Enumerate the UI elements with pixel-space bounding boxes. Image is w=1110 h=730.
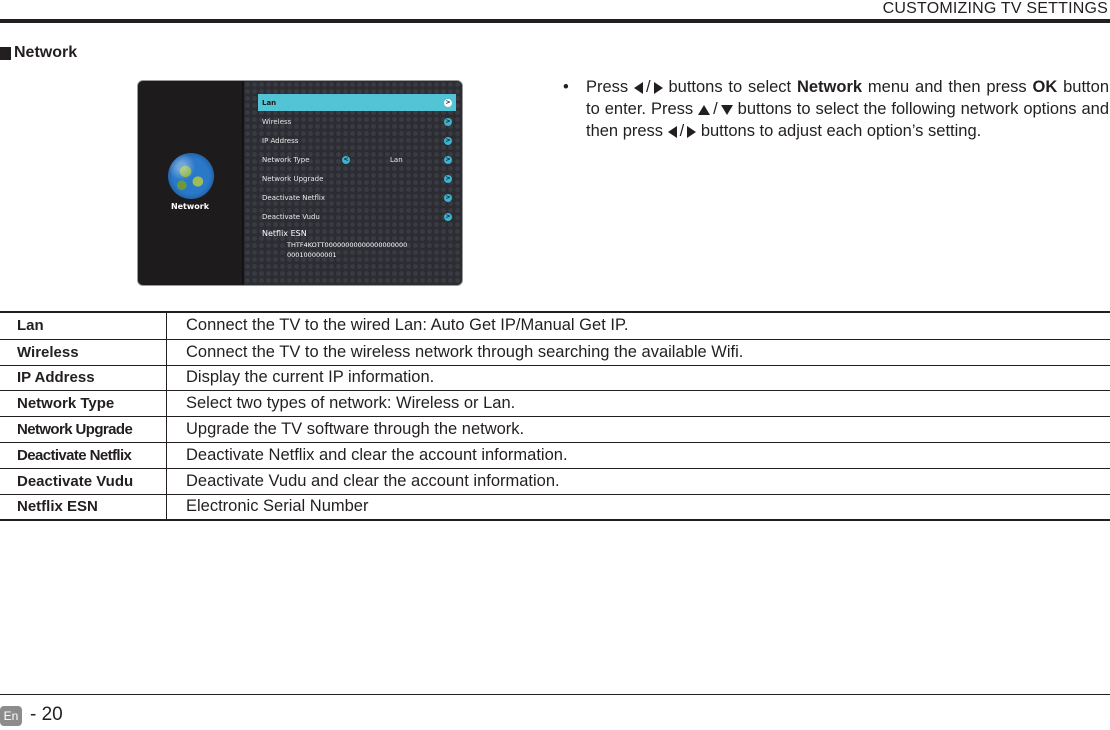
tv-category-panel: Network: [138, 81, 242, 285]
table-value: Deactivate Vudu and clear the account in…: [186, 471, 560, 490]
chevron-left-icon[interactable]: <: [342, 155, 350, 164]
instr-text: Press: [586, 78, 629, 96]
instr-bold-network: Network: [796, 78, 863, 96]
chevron-right-icon: >: [444, 136, 452, 145]
section-square-icon: [0, 46, 11, 60]
left-arrow-icon: [634, 81, 644, 94]
down-arrow-icon: [720, 104, 733, 115]
globe-icon: [168, 153, 214, 199]
table-value: Connect the TV to the wired Lan: Auto Ge…: [186, 316, 629, 335]
netflix-esn-value-line1: THTF4KOTT00000000000000000000: [287, 241, 408, 249]
network-options-table: Lan Connect the TV to the wired Lan: Aut…: [0, 311, 1110, 522]
netflix-esn-label: Netflix ESN: [262, 229, 307, 238]
right-arrow-icon: [687, 125, 697, 138]
footer-divider: [0, 694, 1110, 695]
table-row: Lan Connect the TV to the wired Lan: Aut…: [0, 313, 1110, 339]
tv-menu-item-label: Deactivate Netflix: [262, 193, 326, 202]
table-key: Network Upgrade: [0, 417, 167, 442]
table-key: Lan: [0, 313, 167, 339]
chevron-right-icon: >: [444, 117, 452, 126]
chevron-right-icon: >: [444, 193, 452, 202]
instr-text: buttons to adjust each option’s setting.: [700, 122, 982, 140]
table-row: Network Type Select two types of network…: [0, 390, 1110, 417]
slash: /: [679, 122, 685, 140]
tv-category-label: Network: [170, 202, 210, 211]
table-row: IP Address Display the current IP inform…: [0, 364, 1110, 391]
table-row: Wireless Connect the TV to the wireless …: [0, 338, 1110, 365]
tv-network-menu-screenshot: Network Lan > Wireless > IP Address > Ne…: [137, 80, 463, 286]
table-value: Upgrade the TV software through the netw…: [186, 420, 525, 439]
chevron-right-icon: >: [444, 212, 452, 221]
table-row: Network Upgrade Upgrade the TV software …: [0, 416, 1110, 442]
tv-menu-item-network-type[interactable]: Network Type < Lan >: [258, 151, 456, 168]
table-value: Connect the TV to the wireless network t…: [186, 342, 744, 361]
chevron-right-icon: >: [444, 174, 452, 183]
bullet: •: [563, 78, 569, 96]
tv-options-panel: Lan > Wireless > IP Address > Network Ty…: [242, 81, 462, 285]
tv-menu-item-deactivate-netflix[interactable]: Deactivate Netflix >: [258, 189, 456, 206]
tv-menu-item-wireless[interactable]: Wireless >: [258, 113, 456, 130]
instr-text: buttons to select: [668, 78, 792, 96]
tv-menu-item-lan[interactable]: Lan >: [258, 94, 456, 111]
table-row: Deactivate Netflix Deactivate Netflix an…: [0, 441, 1110, 468]
network-type-value: Lan: [390, 155, 403, 164]
table-value: Display the current IP information.: [186, 368, 435, 387]
tv-menu-item-label: Wireless: [262, 117, 292, 126]
page-header-title: CUSTOMIZING TV SETTINGS: [882, 0, 1108, 17]
instr-bold-ok: OK: [1032, 78, 1058, 96]
table-key: Deactivate Vudu: [0, 468, 167, 494]
tv-menu-item-network-upgrade[interactable]: Network Upgrade >: [258, 170, 456, 187]
table-key: Deactivate Netflix: [0, 442, 167, 468]
page-number: - 20: [30, 704, 63, 725]
netflix-esn-value-line2: 000100000001: [287, 251, 337, 259]
slash: /: [713, 100, 718, 118]
instr-text: buttons to select the following network …: [586, 100, 1110, 140]
table-key: Network Type: [0, 391, 167, 417]
tv-menu-item-label: Network Type: [262, 155, 310, 164]
tv-menu-item-label: IP Address: [262, 136, 299, 145]
tv-menu-item-label: Network Upgrade: [262, 174, 324, 183]
instr-text: menu and then press: [867, 78, 1027, 96]
table-value: Deactivate Netflix and clear the account…: [186, 445, 568, 464]
header-divider: [0, 19, 1110, 23]
left-arrow-icon: [667, 125, 677, 138]
chevron-right-icon[interactable]: >: [444, 155, 452, 164]
table-row: Deactivate Vudu Deactivate Vudu and clea…: [0, 467, 1110, 494]
table-key: IP Address: [0, 365, 167, 391]
tv-menu-item-deactivate-vudu[interactable]: Deactivate Vudu >: [258, 208, 456, 225]
section-heading: Network: [0, 44, 77, 62]
right-arrow-icon: [653, 81, 663, 94]
instructions-paragraph: • Press / buttons to select Network menu…: [563, 76, 1110, 142]
section-title-text: Network: [14, 44, 78, 61]
table-value: Electronic Serial Number: [186, 497, 369, 516]
up-arrow-icon: [698, 104, 711, 115]
table-key: Netflix ESN: [0, 494, 167, 520]
chevron-right-icon: >: [444, 98, 452, 107]
table-row: Netflix ESN Electronic Serial Number: [0, 493, 1110, 520]
instr-text: button to enter. Press: [586, 78, 1109, 118]
tv-menu-item-label: Deactivate Vudu: [262, 212, 320, 221]
table-value: Select two types of network: Wireless or…: [186, 394, 516, 413]
tv-menu-item-label: Lan: [262, 98, 277, 107]
tv-menu-item-ip-address[interactable]: IP Address >: [258, 132, 456, 149]
language-badge: En: [0, 706, 22, 726]
slash: /: [646, 78, 651, 96]
table-key: Wireless: [0, 339, 167, 365]
